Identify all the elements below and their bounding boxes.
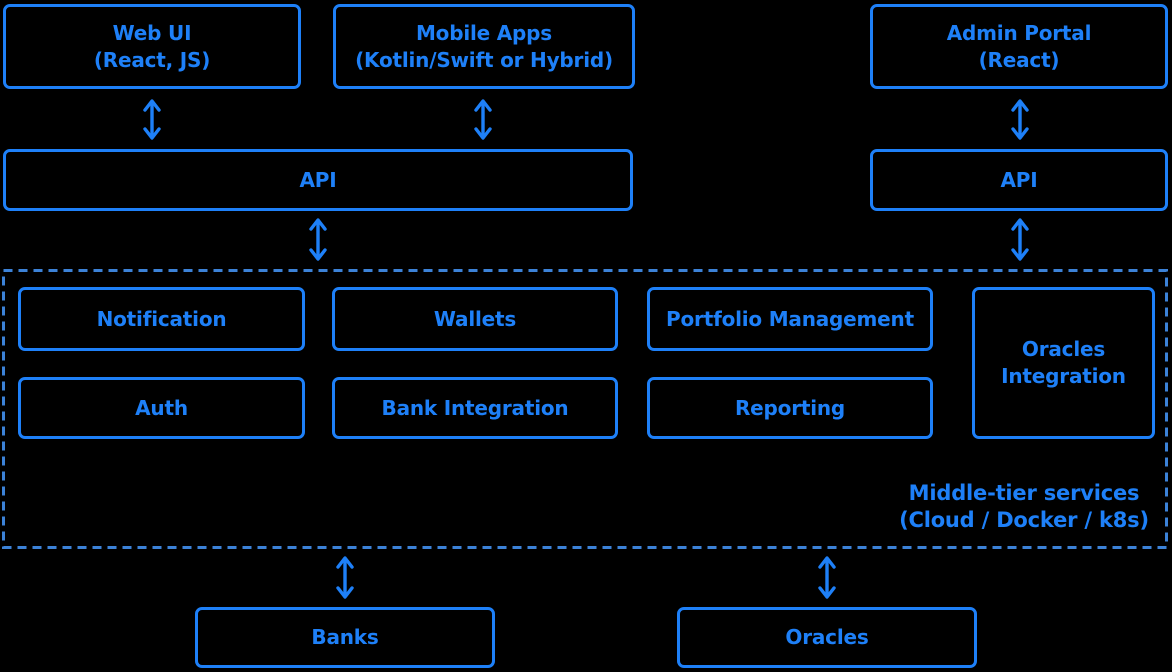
double-arrow-icon	[336, 556, 354, 599]
double-arrow-icon	[1011, 99, 1029, 140]
node-portfolio-management: Portfolio Management	[647, 287, 933, 351]
double-arrow-icon	[1011, 218, 1029, 261]
node-wallets: Wallets	[332, 287, 618, 351]
node-admin-portal: Admin Portal (React)	[870, 4, 1168, 89]
node-banks: Banks	[195, 607, 495, 668]
node-auth: Auth	[18, 377, 305, 439]
double-arrow-icon	[143, 99, 161, 140]
node-oracles-integration: Oracles Integration	[972, 287, 1155, 439]
node-notification: Notification	[18, 287, 305, 351]
double-arrow-icon	[309, 218, 327, 261]
node-web-ui: Web UI (React, JS)	[3, 4, 301, 89]
node-reporting: Reporting	[647, 377, 933, 439]
node-mobile-apps: Mobile Apps (Kotlin/Swift or Hybrid)	[333, 4, 635, 89]
node-api-admin: API	[870, 149, 1168, 211]
double-arrow-icon	[818, 556, 836, 599]
node-bank-integration: Bank Integration	[332, 377, 618, 439]
node-api-frontend: API	[3, 149, 633, 211]
double-arrow-icon	[474, 99, 492, 140]
node-oracles: Oracles	[677, 607, 977, 668]
middle-tier-label: Middle-tier services (Cloud / Docker / k…	[899, 481, 1149, 532]
